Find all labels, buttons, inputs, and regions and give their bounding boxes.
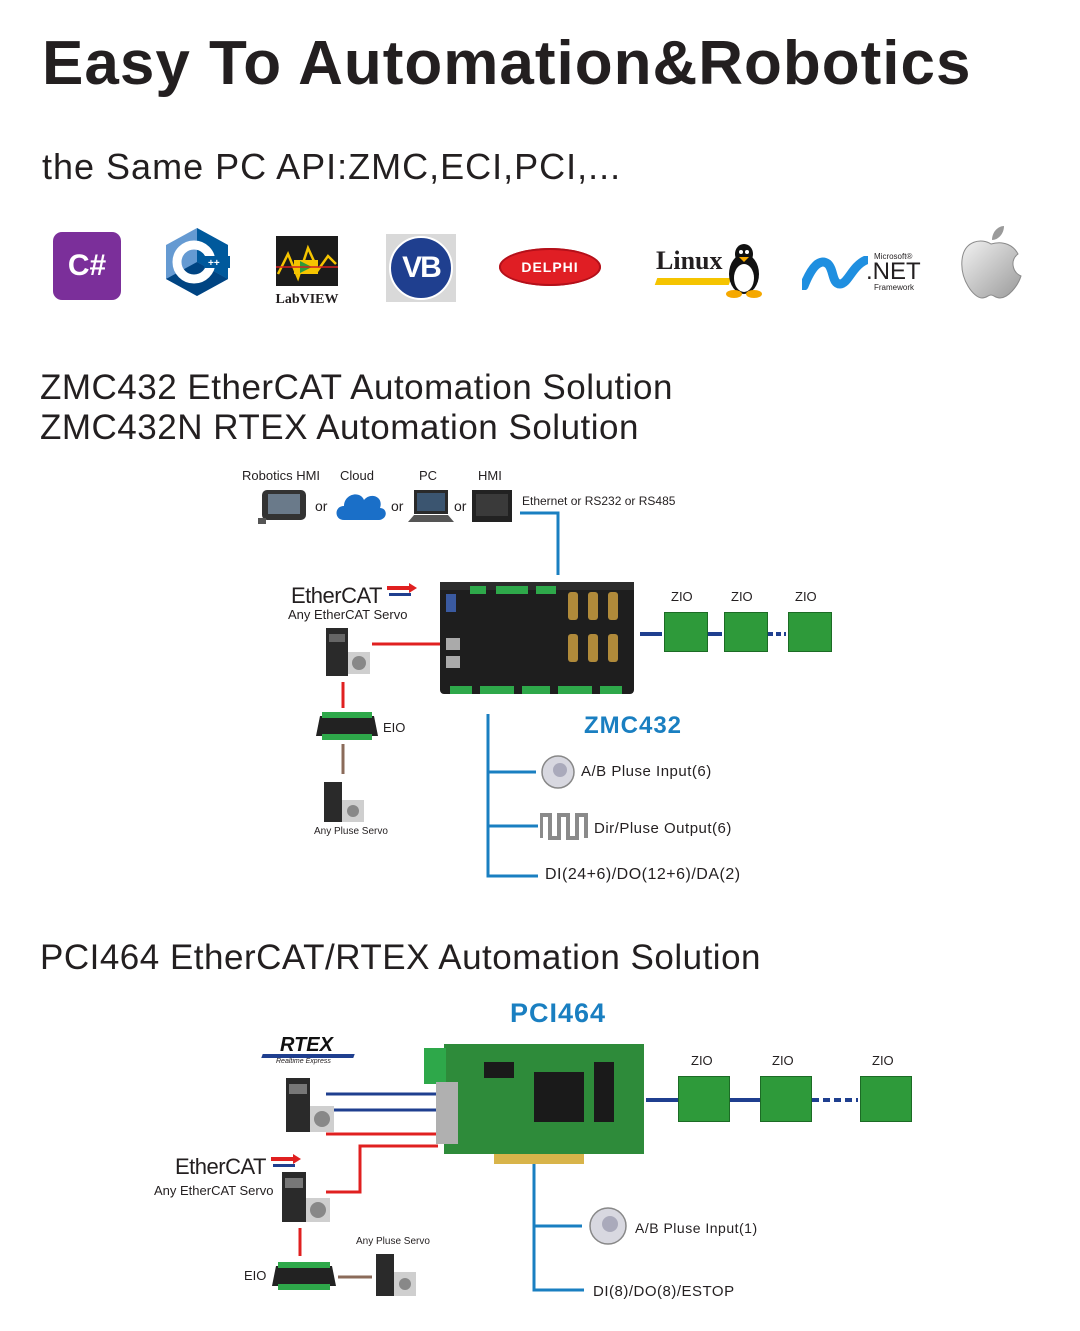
zmc-heading-2: ZMC432N RTEX Automation Solution (40, 408, 639, 447)
host-label-hmi: HMI (478, 468, 502, 483)
zio-module-pci-1 (678, 1076, 730, 1122)
ethercat-servo-label-pci: Any EtherCAT Servo (154, 1183, 274, 1198)
dotnet-ms-label: Microsoft® (874, 252, 913, 261)
delphi-label: DELPHI (521, 259, 579, 275)
pci464-label: PCI464 (510, 998, 607, 1028)
dotnet-fw-label: Framework (874, 283, 915, 292)
eio-label-pci: EIO (244, 1268, 267, 1283)
ethercat-logo-zmc: EtherCAT (291, 583, 418, 609)
page-subtitle: the Same PC API:ZMC,ECI,PCI,... (42, 146, 622, 187)
ethercat-logo-pci: EtherCAT (175, 1154, 302, 1180)
zio-module-zmc-3 (788, 612, 832, 652)
dotnet-label: .NET (866, 258, 921, 285)
host-label-pc: PC (419, 468, 438, 483)
pulse-servo-label-pci: Any Pluse Servo (356, 1236, 430, 1247)
io-ab-input-pci: A/B Pluse Input(1) (635, 1220, 758, 1236)
labview-label: LabVIEW (275, 292, 339, 307)
pulse-servo-icon-pci (374, 1252, 420, 1298)
or-label-1: or (315, 498, 328, 514)
zio-module-zmc-2 (724, 612, 768, 652)
zio-label-zmc-2: ZIO (731, 589, 753, 604)
vb-icon: VB (386, 234, 456, 302)
host-label-cloud: Cloud (340, 468, 374, 483)
pci-io-bracket (532, 1164, 584, 1292)
eio-icon-pci (272, 1262, 336, 1290)
host-link-line (520, 511, 560, 575)
svg-text:++: ++ (208, 258, 220, 269)
zio-module-pci-3 (860, 1076, 912, 1122)
labview-icon: LabVIEW (274, 234, 340, 310)
rtex-servo-icon (284, 1076, 338, 1136)
linux-label: Linux (656, 246, 723, 275)
zmc432-label: ZMC432 (584, 712, 683, 739)
zio-label-pci-3: ZIO (872, 1053, 894, 1068)
eio-label-zmc: EIO (383, 720, 406, 735)
delphi-icon: DELPHI (498, 247, 602, 287)
pci-heading: PCI464 EtherCAT/RTEX Automation Solution (40, 938, 762, 977)
pci464-card (424, 1042, 646, 1164)
io-di-do-zmc: DI(24+6)/DO(12+6)/DA(2) (545, 866, 741, 883)
encoder-icon-pci (588, 1206, 628, 1246)
io-bracket (486, 714, 538, 878)
eio-icon-zmc (316, 712, 378, 740)
io-ab-input-zmc: A/B Pluse Input(6) (581, 763, 712, 780)
linux-icon: Linux (654, 242, 764, 298)
zio-label-zmc-3: ZIO (795, 589, 817, 604)
zio-label-pci-1: ZIO (691, 1053, 713, 1068)
host-label-robotics-hmi: Robotics HMI (242, 468, 321, 483)
apple-icon (958, 224, 1024, 300)
dotnet-icon: Microsoft® .NET Framework (802, 250, 924, 296)
hmi-icon (472, 490, 512, 522)
zio-label-zmc-1: ZIO (671, 589, 693, 604)
ethercat-servo-icon-pci (280, 1170, 334, 1226)
page-title: Easy To Automation&Robotics (42, 29, 972, 98)
or-label-3: or (454, 498, 467, 514)
rtex-sub-label: Realtime Express (276, 1058, 331, 1065)
ethercat-servo-icon-zmc (324, 626, 374, 680)
cpp-icon: ++ (164, 226, 230, 298)
encoder-icon-zmc (540, 754, 576, 790)
cloud-icon (332, 486, 388, 522)
io-dir-output-zmc: Dir/Pluse Output(6) (594, 820, 732, 837)
zmc432-controller (440, 578, 634, 702)
laptop-icon (408, 488, 454, 524)
link-label: Ethernet or RS232 or RS485 (522, 494, 676, 508)
pulse-servo-icon-zmc (322, 780, 368, 824)
zio-module-pci-2 (760, 1076, 812, 1122)
pulse-wave-icon (539, 812, 590, 840)
csharp-label: C# (67, 249, 107, 282)
pulse-servo-label-zmc: Any Pluse Servo (314, 826, 388, 837)
io-di-do-pci: DI(8)/DO(8)/ESTOP (593, 1283, 735, 1300)
csharp-icon: C# (53, 232, 121, 300)
robotics-hmi-icon (258, 488, 310, 524)
zio-module-zmc-1 (664, 612, 708, 652)
vb-label: VB (402, 251, 442, 284)
zio-label-pci-2: ZIO (772, 1053, 794, 1068)
ethercat-servo-label-zmc: Any EtherCAT Servo (288, 607, 408, 622)
rtex-label: RTEX (280, 1034, 333, 1056)
or-label-2: or (391, 498, 404, 514)
rtex-logo: RTEX Realtime Express (261, 1034, 356, 1068)
zmc-heading-1: ZMC432 EtherCAT Automation Solution (40, 368, 673, 407)
